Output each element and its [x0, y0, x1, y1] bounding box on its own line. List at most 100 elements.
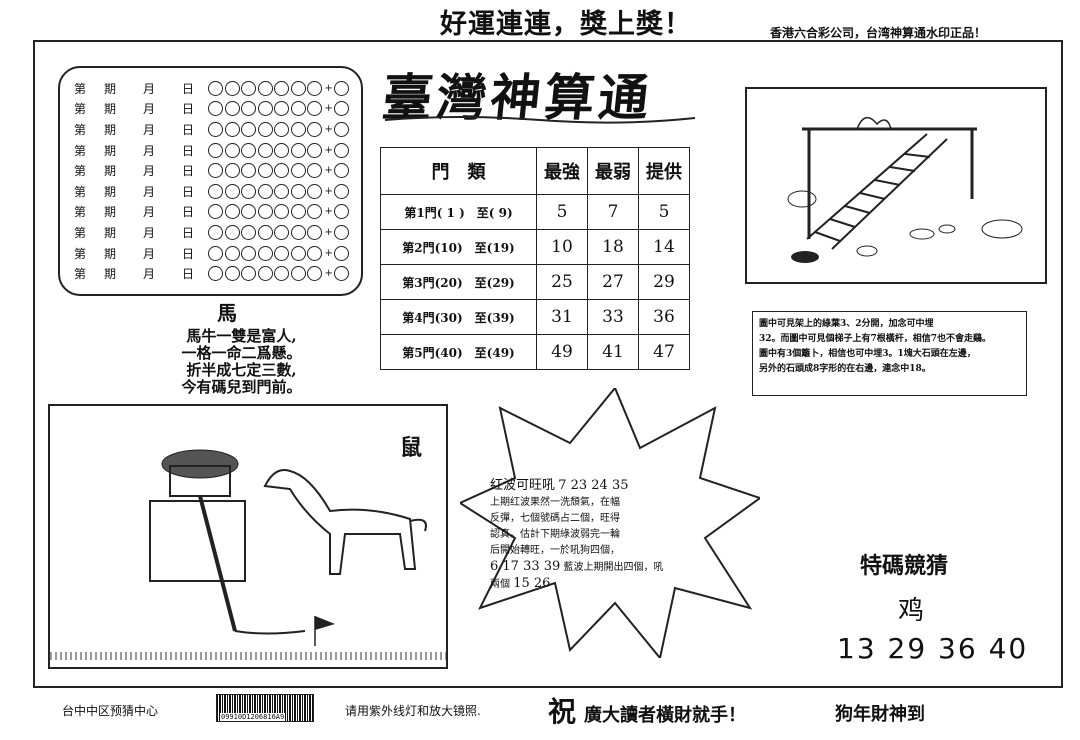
special-number-circle [333, 224, 349, 240]
poem-line: 今有碼兒到門前。 [181, 378, 302, 396]
schedule-unit: 日 [181, 184, 194, 199]
schedule-di: 第 [74, 184, 87, 199]
plus-sign: + [324, 247, 333, 259]
schedule-unit: 期 [104, 267, 117, 282]
special-guess-title: 特碼競猜 [860, 553, 949, 579]
number-circle [208, 183, 223, 199]
starburst-shape [460, 388, 760, 658]
row-label: 第5門(40) 至(49) [380, 334, 537, 370]
hint-line: 圖中有3個籬卜，相信也可中埋3。1塊大石頭在左邊， [759, 349, 976, 359]
schedule-di: 第 [74, 164, 87, 179]
horse-pot-illustration [50, 449, 446, 660]
star-blue-text: 藍波上期開出四個，吼 [563, 562, 664, 573]
row-strong: 10 [536, 229, 588, 265]
header-offer: 提供 [638, 147, 690, 195]
number-circle [257, 163, 273, 179]
plus-sign: + [324, 185, 333, 197]
headline: 好運連連，獎上獎！ [440, 9, 692, 40]
table-row: 第4門(30) 至(39) 31 33 36 [380, 299, 690, 335]
number-circle [274, 142, 289, 158]
number-circle [257, 142, 273, 158]
star-last-numbers: 15 26 [513, 576, 551, 591]
number-circle [307, 121, 322, 137]
row-strong: 31 [536, 299, 588, 335]
schedule-row: 第期月日+ [74, 222, 361, 243]
special-number-circle [333, 142, 349, 158]
row-strong: 5 [536, 194, 588, 230]
schedule-unit: 日 [181, 164, 194, 179]
schedule-row: 第期月日+ [74, 78, 361, 99]
number-circle [274, 204, 289, 220]
number-circle [224, 224, 240, 240]
schedule-unit: 期 [104, 184, 117, 199]
schedule-unit: 日 [181, 81, 194, 96]
schedule-unit: 月 [142, 246, 155, 261]
plus-sign: + [324, 165, 333, 177]
special-number-circle [333, 266, 349, 282]
schedule-unit: 月 [142, 225, 155, 240]
schedule-unit: 期 [104, 102, 117, 117]
schedule-di: 第 [74, 225, 87, 240]
number-circle [307, 245, 322, 261]
schedule-di: 第 [74, 81, 87, 96]
star-line: 后開始轉旺，一於吼狗四個， [490, 545, 620, 556]
row-weak: 18 [587, 229, 639, 265]
number-circle [274, 183, 289, 199]
slogan-big: 祝 [548, 695, 577, 728]
schedule-di: 第 [74, 205, 87, 220]
hint-line: 圖中可見架上的綠葉3、2分開，加念可中埋 [759, 319, 934, 329]
number-circle [307, 101, 322, 117]
schedule-unit: 期 [104, 143, 117, 158]
schedule-row: 第期月日+ [74, 263, 361, 284]
row-strong: 49 [536, 334, 588, 370]
row-label: 第3門(20) 至(29) [380, 264, 537, 300]
star-red-numbers: 7 23 24 35 [558, 478, 629, 493]
row-weak: 27 [587, 264, 639, 300]
title-underline [384, 116, 696, 124]
number-circle [224, 266, 240, 282]
draw-schedule: 第期月日+第期月日+第期月日+第期月日+第期月日+第期月日+第期月日+第期月日+… [58, 66, 363, 296]
number-circle [224, 245, 240, 261]
plus-sign: + [324, 123, 333, 135]
schedule-date: 期月日 [104, 100, 208, 117]
number-circle [208, 80, 223, 96]
schedule-unit: 月 [142, 102, 155, 117]
plus-sign: + [324, 103, 333, 115]
schedule-unit: 期 [104, 246, 117, 261]
number-circle [290, 224, 306, 240]
poem-title: 馬 [217, 301, 237, 325]
special-number-circle [333, 80, 349, 96]
number-circle [274, 121, 289, 137]
row-offer: 47 [638, 334, 690, 370]
page-frame [33, 40, 1063, 688]
barcode [216, 694, 314, 722]
number-circle [274, 266, 289, 282]
horse-picture [48, 404, 448, 669]
plus-sign: + [324, 206, 333, 218]
starburst-text: 红波可旺吼 7 23 24 35 上期红波果然一洗頹氣，在幅 反彈，七個號碼占二… [490, 478, 710, 593]
number-circle [241, 204, 256, 220]
number-circle [241, 245, 256, 261]
hint-note: 圖中可見架上的綠葉3、2分開，加念可中埋 32。而圖中可見個梯子上有7根橫杆，相… [752, 311, 1027, 396]
number-circle [290, 204, 306, 220]
schedule-row: 第 期月日 + [74, 160, 361, 181]
schedule-date: 期月日 [104, 121, 208, 138]
number-circle [307, 224, 322, 240]
number-circle [274, 80, 289, 96]
number-circle [224, 142, 240, 158]
row-weak: 41 [587, 334, 639, 370]
schedule-unit: 月 [142, 205, 155, 220]
star-line: 認真。估計下期綠波弱完一輪 [490, 529, 620, 540]
schedule-unit: 期 [104, 81, 117, 96]
number-circle [290, 142, 306, 158]
header-strong: 最強 [536, 147, 588, 195]
schedule-date: 期月日 [104, 162, 208, 179]
number-circle [257, 266, 273, 282]
row-weak: 33 [587, 299, 639, 335]
number-circle [224, 80, 240, 96]
number-circle [208, 266, 223, 282]
special-guess-numbers: 13 29 36 40 [837, 632, 1029, 665]
star-green-numbers: 6 17 33 39 [490, 559, 561, 574]
schedule-unit: 期 [104, 122, 117, 137]
table-header-row: 門 類 最強 最弱 提供 [380, 147, 690, 195]
